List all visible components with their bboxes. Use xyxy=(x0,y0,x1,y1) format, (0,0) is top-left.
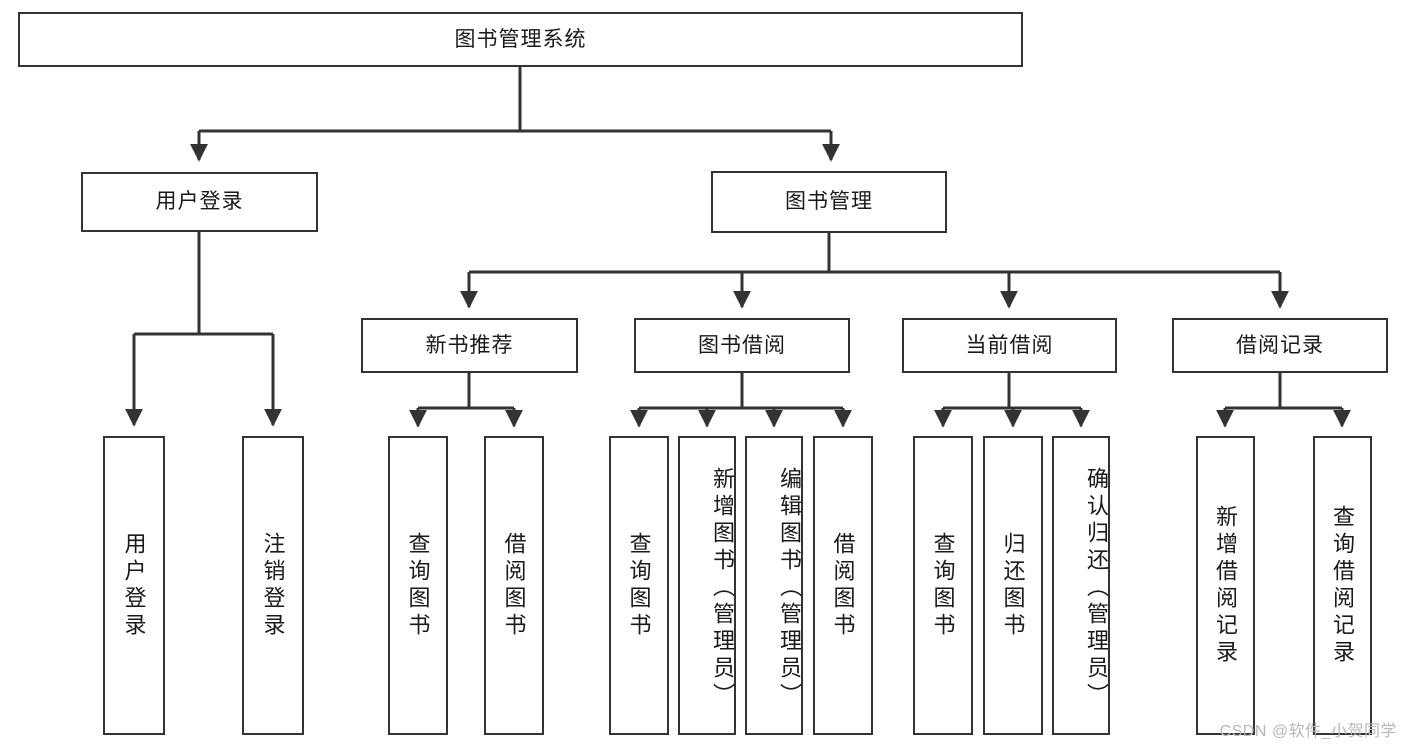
leaf-node[interactable]: 查询图书 xyxy=(388,436,448,735)
leaf-node[interactable]: 借阅图书 xyxy=(484,436,544,735)
node-book-borrow[interactable]: 图书借阅 xyxy=(634,318,850,373)
node-borrow-records[interactable]: 借阅记录 xyxy=(1172,318,1388,373)
watermark: CSDN @软件_小贺同学 xyxy=(1219,723,1397,740)
node-current-borrow[interactable]: 当前借阅 xyxy=(902,318,1117,373)
node-root[interactable]: 图书管理系统 xyxy=(18,12,1023,67)
leaf-node[interactable]: 借阅图书 xyxy=(813,436,873,735)
leaf-node[interactable]: 注销登录 xyxy=(242,436,304,735)
leaf-node[interactable]: 新增借阅记录 xyxy=(1196,436,1255,735)
leaf-node[interactable]: 查询图书 xyxy=(913,436,973,735)
leaf-node[interactable]: 编辑图书（管理员） xyxy=(745,436,803,735)
leaf-node[interactable]: 新增图书（管理员） xyxy=(678,436,736,735)
leaf-node[interactable]: 确认归还（管理员） xyxy=(1052,436,1110,735)
leaf-node[interactable]: 查询图书 xyxy=(609,436,669,735)
leaf-node[interactable]: 用户登录 xyxy=(103,436,165,735)
leaf-node[interactable]: 归还图书 xyxy=(983,436,1043,735)
node-book-management[interactable]: 图书管理 xyxy=(711,171,947,233)
leaf-node[interactable]: 查询借阅记录 xyxy=(1313,436,1372,735)
node-user-login[interactable]: 用户登录 xyxy=(81,172,318,232)
node-new-book-recommend[interactable]: 新书推荐 xyxy=(361,318,578,373)
